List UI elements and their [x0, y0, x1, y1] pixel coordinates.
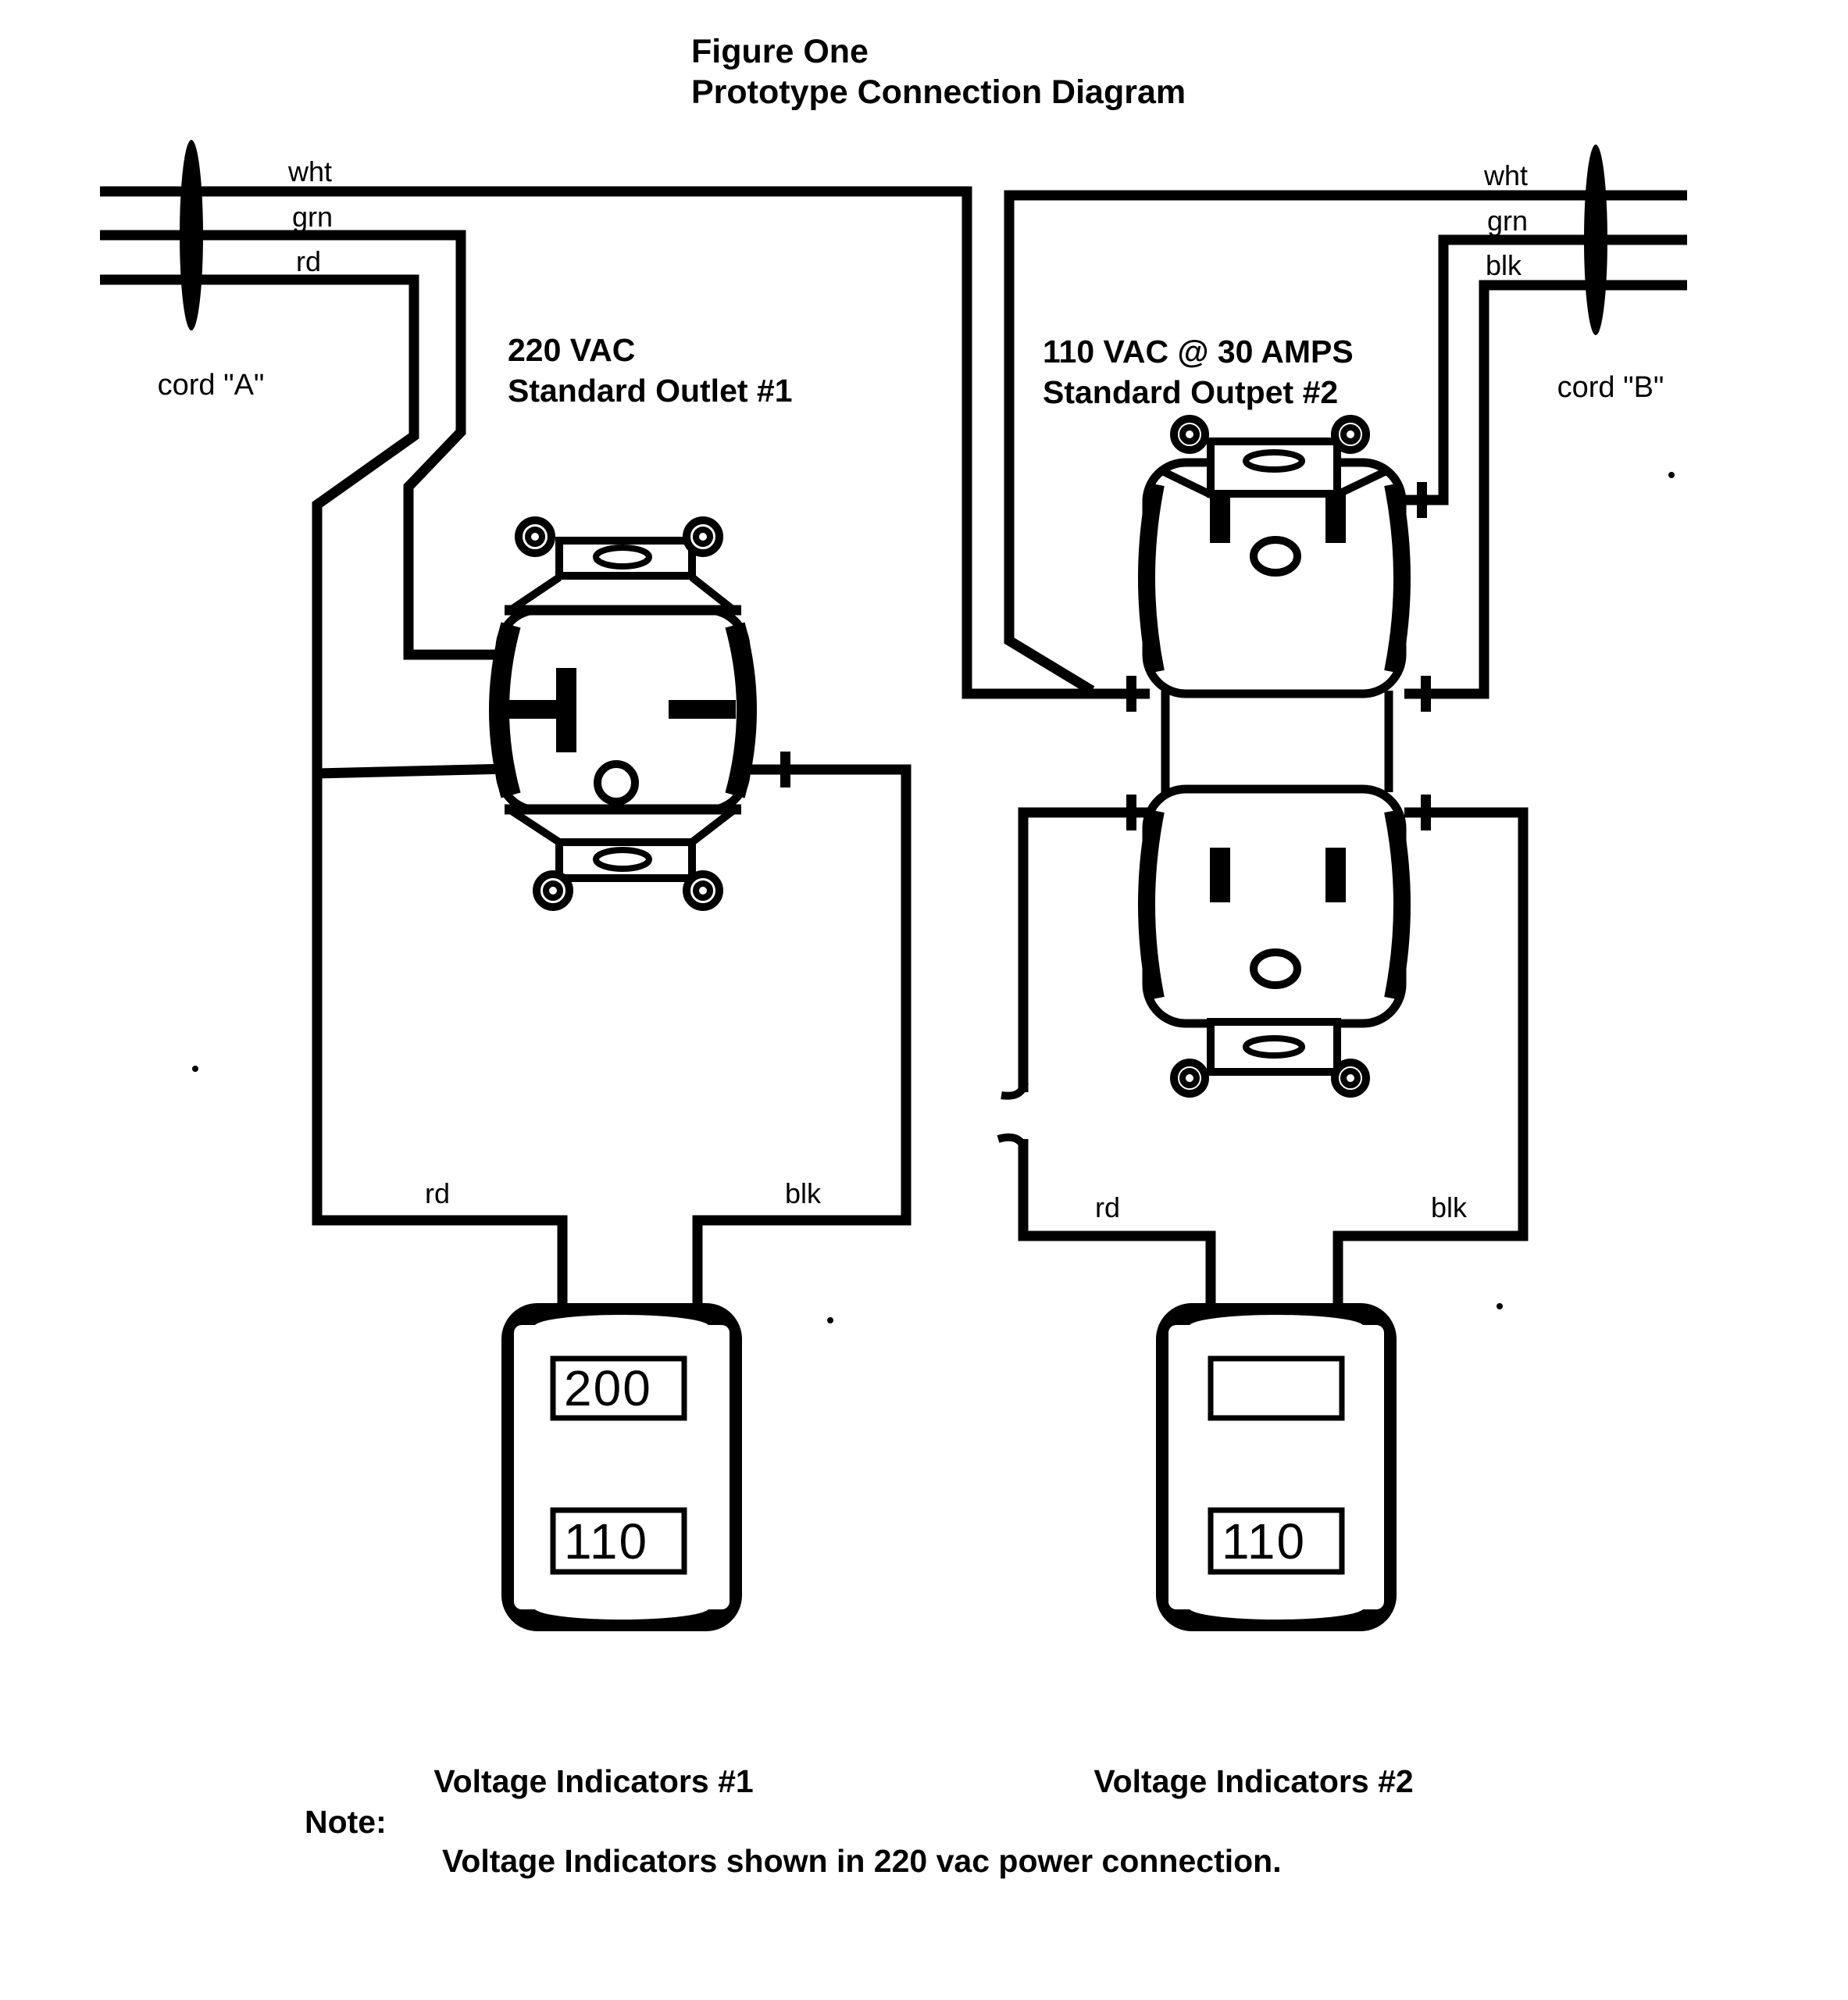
- cord-b-wire-label-grn: grn: [1487, 205, 1528, 237]
- outlet-1: 220 VAC Standard Outlet #1: [489, 332, 793, 911]
- indicator-2-bottom-arc: [1189, 1596, 1364, 1620]
- cord-a-wire-label-wht: wht: [287, 155, 332, 188]
- terminal-crossbar: [780, 752, 790, 788]
- indicator-1-caption: Voltage Indicators #1: [433, 1763, 753, 1799]
- outlet-2-screw-bottom-right-inner: [1340, 1068, 1361, 1088]
- cord-b-cable-section: [1584, 145, 1607, 335]
- wiring: [100, 186, 1687, 1328]
- indicator-1-display-bottom: [550, 1507, 687, 1575]
- scan-artifacts: [192, 472, 1675, 1323]
- outlet-2-bottom-slot-oval: [1243, 1035, 1305, 1059]
- cord-b-wire-label-wht: wht: [1483, 159, 1528, 191]
- terminal-crossbar: [1126, 795, 1136, 830]
- terminal-crossbar: [1421, 795, 1431, 830]
- indicator-2-top-arc: [1189, 1315, 1364, 1338]
- indicator-1-wire-label-blk: blk: [785, 1177, 822, 1209]
- outlet-1-top-shoulders: [509, 573, 736, 613]
- cord-b-label: cord "B": [1557, 371, 1664, 404]
- outlet-2: 110 VAC @ 30 AMPS Standard Outpet #2: [1043, 334, 1411, 1098]
- outlet-2-top-shoulders: [1158, 466, 1390, 499]
- indicator-1-bottom-arc: [534, 1596, 709, 1620]
- wire-rd-cord-a: [100, 274, 568, 1328]
- cord-a-label: cord "A": [158, 369, 265, 402]
- wire-blk-outlet2: [1332, 807, 1529, 1328]
- wire-break-mark-top: [1001, 1081, 1029, 1100]
- outlet-2-screw-top-left-inner: [1179, 424, 1200, 445]
- outlet-2-lower-right-bulge: [1384, 809, 1411, 1001]
- cord-a-wire-label-grn: grn: [292, 201, 333, 233]
- cord-b-wire-label-blk: blk: [1486, 249, 1522, 281]
- outlet-1-title-line1: 220 VAC: [508, 332, 635, 368]
- wire-rd-outlet2-upper: [1018, 807, 1150, 1092]
- outlet-2-lower-slot-right: [1325, 848, 1346, 902]
- indicator-2-display-bottom-value: 110: [1222, 1513, 1306, 1570]
- outlet-2-title-line1: 110 VAC @ 30 AMPS: [1043, 334, 1354, 370]
- scan-dot: [192, 1066, 198, 1072]
- outlet-2-waist: [1161, 691, 1393, 792]
- outlet-2-upper-ground-hole: [1250, 536, 1301, 577]
- outlet-1-screw-top-right-inner: [693, 527, 713, 547]
- outlet-2-lower-ground-hole: [1250, 948, 1301, 989]
- outlet-2-top-slot-oval: [1243, 449, 1305, 473]
- wire-rd-branch-outlet1: [316, 763, 510, 779]
- indicator-2-display-bottom: [1208, 1507, 1345, 1575]
- indicator-1-display-bottom-value: 110: [564, 1513, 648, 1570]
- outlet-1-ground-hole: [594, 760, 639, 805]
- outlet-1-left-bulge: [489, 622, 521, 798]
- voltage-indicator-1: rd blk 200 110 Voltage Indicators #1: [425, 1177, 822, 1799]
- indicator-1-wire-label-rd: rd: [425, 1177, 450, 1209]
- outlet-2-screw-top-right-inner: [1340, 424, 1361, 445]
- figure-title: Figure One Prototype Connection Diagram: [691, 33, 1186, 111]
- outlet-1-title-line2: Standard Outlet #1: [508, 373, 793, 409]
- wire-wht-cord-b: [1004, 190, 1687, 695]
- note-label: Note:: [305, 1804, 387, 1840]
- outlet-2-upper-right-bulge: [1384, 482, 1411, 674]
- outlet-1-screw-bottom-right-inner: [693, 880, 713, 901]
- outlet-2-upper-left-bulge: [1138, 482, 1165, 674]
- outlet-1-bottom-slot-oval: [593, 847, 652, 872]
- terminal-crossbar: [1421, 676, 1431, 712]
- cord-b: wht grn blk cord "B": [1483, 145, 1664, 404]
- outlet-2-title-line2: Standard Outpet #2: [1043, 374, 1338, 410]
- voltage-indicator-2: rd blk 110 Voltage Indicators #2: [1093, 1191, 1468, 1799]
- scan-dot: [827, 1317, 833, 1323]
- wire-wht-cord-a: [100, 186, 1150, 699]
- outlet-1-left-horizontal-slot: [508, 700, 556, 719]
- terminal-crossbar: [1126, 676, 1136, 712]
- figure-title-line1: Figure One: [691, 33, 869, 70]
- outlet-1-vertical-slot: [556, 668, 576, 752]
- scan-dot: [1497, 1303, 1503, 1309]
- wire-rd-outlet2-lower: [1018, 1139, 1216, 1328]
- indicator-1-display-top: [550, 1355, 687, 1421]
- indicator-2-display-top: [1208, 1355, 1345, 1421]
- cord-a-cable-section: [180, 140, 203, 330]
- wire-break-mark-bottom: [997, 1133, 1029, 1151]
- outlet-2-lower-slot-left: [1210, 848, 1230, 902]
- outlet-1-right-bulge: [725, 622, 757, 798]
- note-text: Voltage Indicators shown in 220 vac powe…: [442, 1843, 1282, 1879]
- figure-title-line2: Prototype Connection Diagram: [691, 73, 1186, 111]
- outlet-1-bottom-shoulders: [509, 807, 736, 846]
- indicator-1-top-arc: [534, 1315, 709, 1338]
- indicator-2-wire-label-blk: blk: [1431, 1191, 1468, 1223]
- outlet-1-screw-top-left-inner: [525, 527, 545, 547]
- outlet-1-right-horizontal-slot: [669, 700, 736, 719]
- indicator-2-wire-label-rd: rd: [1095, 1191, 1120, 1223]
- indicator-1-display-top-value: 200: [564, 1360, 652, 1416]
- wire-blk-outlet1: [692, 764, 912, 1328]
- wire-grn-cord-a: [100, 230, 509, 660]
- note-block: Note: Voltage Indicators shown in 220 va…: [305, 1804, 1282, 1879]
- outlet-1-screw-bottom-left-inner: [543, 880, 563, 901]
- outlet-1-top-slot-oval: [593, 545, 652, 570]
- scan-dot: [1668, 472, 1675, 478]
- outlet-2-screw-bottom-left-inner: [1179, 1068, 1200, 1088]
- terminal-crossbar: [1417, 482, 1427, 518]
- cord-a: wht grn rd cord "A": [158, 140, 333, 402]
- outlet-2-lower-left-bulge: [1138, 809, 1165, 1001]
- indicator-2-caption: Voltage Indicators #2: [1093, 1763, 1413, 1799]
- cord-a-wire-label-rd: rd: [296, 245, 321, 277]
